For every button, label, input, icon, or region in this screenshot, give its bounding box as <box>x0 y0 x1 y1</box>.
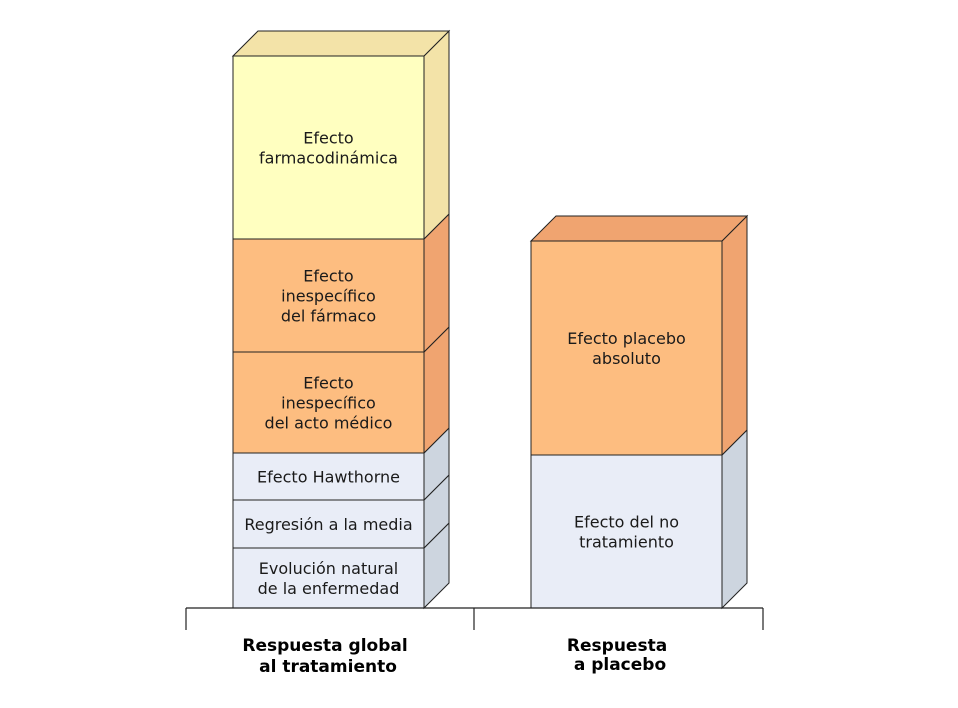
segment-label-line: farmacodinámica <box>259 149 398 168</box>
segment-top-face <box>529 215 749 242</box>
segment-label: Regresión a la media <box>244 515 412 534</box>
segment-label-line: Efecto <box>303 374 353 393</box>
segment-side-face <box>721 428 748 610</box>
segment-label-line: Evolución natural <box>259 559 398 578</box>
segment-label-line: del acto médico <box>265 414 393 433</box>
segment-label-line: Efecto <box>303 267 353 286</box>
bar-global-segment-1: Regresión a la media <box>232 473 450 550</box>
segment-front-face <box>232 499 425 549</box>
segment-side-face <box>721 214 748 457</box>
segment-label: Efecto Hawthorne <box>257 468 400 487</box>
segment-front-face <box>232 55 425 240</box>
segment-label-line: Regresión a la media <box>244 515 412 534</box>
segment-label-line: Efecto del no <box>574 513 679 532</box>
category-label-global-line-2: al tratamiento <box>259 657 397 677</box>
category-labels: Respuesta global al tratamiento Respuest… <box>242 636 673 677</box>
bar-global-segment-2: Efecto Hawthorne <box>232 426 450 502</box>
segment-label-line: Efecto <box>303 129 353 148</box>
segment-label-line: Efecto Hawthorne <box>257 468 400 487</box>
segment-label-line: absoluto <box>592 349 661 368</box>
segment-side-face <box>423 29 450 241</box>
segment-front-face <box>530 454 723 609</box>
category-label-global-line-1: Respuesta global <box>242 636 407 656</box>
category-label-placebo: Respuesta a placebo <box>567 636 673 675</box>
segment-top-face <box>231 30 451 57</box>
category-label-global: Respuesta global al tratamiento <box>242 636 413 677</box>
segment-label-line: inespecífico <box>281 287 376 306</box>
category-label-placebo-line-1: Respuesta <box>567 636 667 656</box>
category-label-placebo-line-2: a placebo <box>574 655 666 675</box>
segment-front-face <box>232 547 425 609</box>
baseline-axis <box>185 607 764 630</box>
segment-label-line: Efecto placebo <box>567 329 686 348</box>
segment-front-face <box>232 452 425 501</box>
segment-label-line: de la enfermedad <box>258 579 400 598</box>
segment-label-line: inespecífico <box>281 394 376 413</box>
segment-front-face <box>530 240 723 456</box>
segment-label-line: tratamiento <box>579 533 674 552</box>
segment-front-face <box>232 351 425 454</box>
segment-label-line: del fármaco <box>281 307 376 326</box>
